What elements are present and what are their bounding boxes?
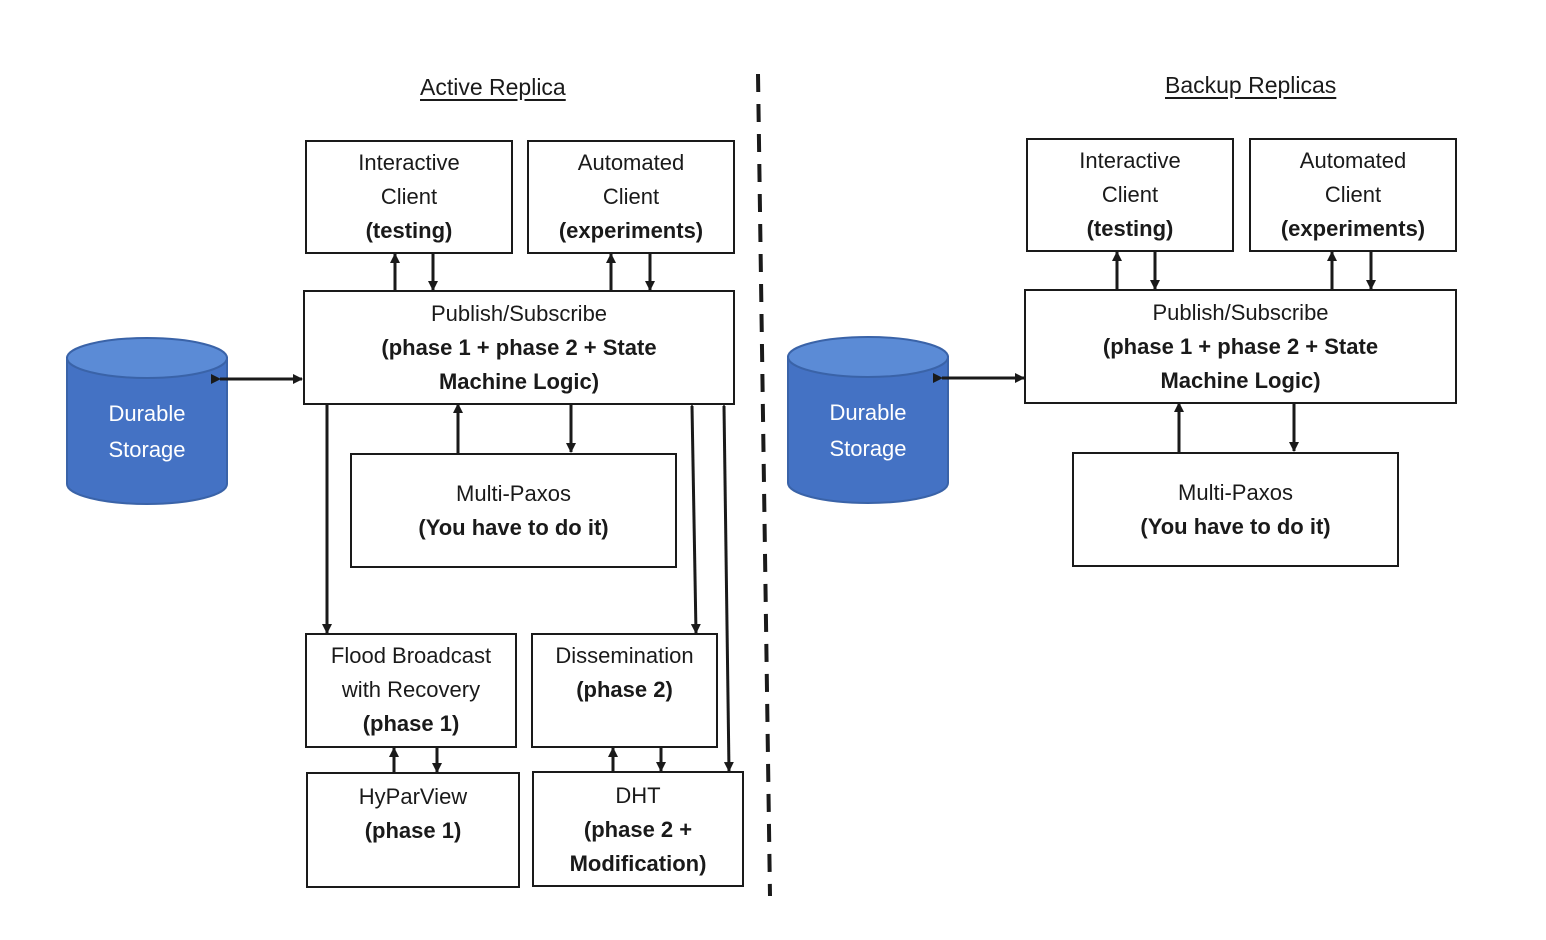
- left-pubsub-line3: Machine Logic): [438, 368, 600, 394]
- right-multipaxos-line2: (You have to do it): [1140, 513, 1331, 539]
- left-interactive-client-line1: Interactive: [358, 150, 460, 175]
- left-dht-line2: (phase 2 +: [583, 817, 693, 842]
- right-storage-label: Durable Storage: [788, 395, 948, 467]
- left-flood-broadcast-box: Flood Broadcast with Recovery (phase 1): [305, 633, 517, 748]
- arrow-left-pubsub-dissemination: [686, 396, 701, 634]
- right-automated-client-line1: Automated: [1299, 148, 1407, 173]
- divider-dashed-line: [756, 73, 772, 897]
- right-storage-line2: Storage: [829, 436, 907, 461]
- active-replica-heading: Active Replica: [420, 74, 566, 100]
- right-pubsub-line2: (phase 1 + phase 2 + State: [1102, 333, 1379, 359]
- left-flood-line2: with Recovery: [341, 677, 481, 702]
- left-pubsub-line2: (phase 1 + phase 2 + State: [381, 334, 657, 360]
- right-storage-cylinder: [787, 336, 949, 504]
- backup-replicas-heading: Backup Replicas: [1165, 72, 1337, 98]
- left-storage-line1: Durable: [108, 401, 186, 426]
- left-interactive-client-line2: Client: [380, 184, 438, 209]
- left-multipaxos-box: Multi-Paxos (You have to do it): [350, 453, 677, 568]
- left-pubsub-line1: Publish/Subscribe: [430, 300, 608, 326]
- left-dissemination-line1: Dissemination: [555, 643, 694, 668]
- right-interactive-client-line2: Client: [1101, 182, 1159, 207]
- left-hyparview-line1: HyParView: [358, 784, 468, 809]
- right-automated-client-line2: Client: [1324, 182, 1382, 207]
- right-storage-line1: Durable: [829, 400, 907, 425]
- left-storage-cylinder: [66, 337, 228, 505]
- right-interactive-client-line1: Interactive: [1079, 148, 1181, 173]
- left-flood-line1: Flood Broadcast: [330, 643, 492, 668]
- left-automated-client-line1: Automated: [577, 150, 685, 175]
- right-automated-client-line3: (experiments): [1280, 216, 1426, 241]
- left-dissemination-line2: (phase 2): [576, 677, 673, 702]
- left-automated-client-line2: Client: [602, 184, 660, 209]
- left-flood-line3: (phase 1): [362, 711, 460, 736]
- right-multipaxos-line1: Multi-Paxos: [1178, 479, 1293, 505]
- left-storage-label: Durable Storage: [67, 396, 227, 468]
- left-dht-line3: Modification): [569, 851, 707, 876]
- right-automated-client-box: Automated Client (experiments): [1249, 138, 1457, 252]
- left-hyparview-line2: (phase 1): [364, 818, 462, 843]
- left-dht-box: DHT (phase 2 + Modification): [532, 771, 744, 887]
- right-multipaxos-box: Multi-Paxos (You have to do it): [1072, 452, 1399, 567]
- left-multipaxos-line2: (You have to do it): [418, 514, 609, 540]
- left-interactive-client-line3: (testing): [365, 218, 453, 243]
- left-automated-client-box: Automated Client (experiments): [527, 140, 735, 254]
- right-interactive-client-line3: (testing): [1086, 216, 1174, 241]
- left-pubsub-box: Publish/Subscribe (phase 1 + phase 2 + S…: [303, 290, 735, 405]
- left-multipaxos-line1: Multi-Paxos: [456, 480, 571, 506]
- left-dissemination-box: Dissemination (phase 2): [531, 633, 718, 748]
- left-storage-line2: Storage: [108, 437, 186, 462]
- left-hyparview-box: HyParView (phase 1): [306, 772, 520, 888]
- right-pubsub-line1: Publish/Subscribe: [1152, 299, 1329, 325]
- left-automated-client-line3: (experiments): [558, 218, 704, 243]
- left-interactive-client-box: Interactive Client (testing): [305, 140, 513, 254]
- left-dht-line1: DHT: [615, 783, 661, 808]
- right-pubsub-box: Publish/Subscribe (phase 1 + phase 2 + S…: [1024, 289, 1457, 404]
- right-pubsub-line3: Machine Logic): [1160, 367, 1321, 393]
- arrow-left-pubsub-dht: [718, 396, 734, 772]
- right-interactive-client-box: Interactive Client (testing): [1026, 138, 1234, 252]
